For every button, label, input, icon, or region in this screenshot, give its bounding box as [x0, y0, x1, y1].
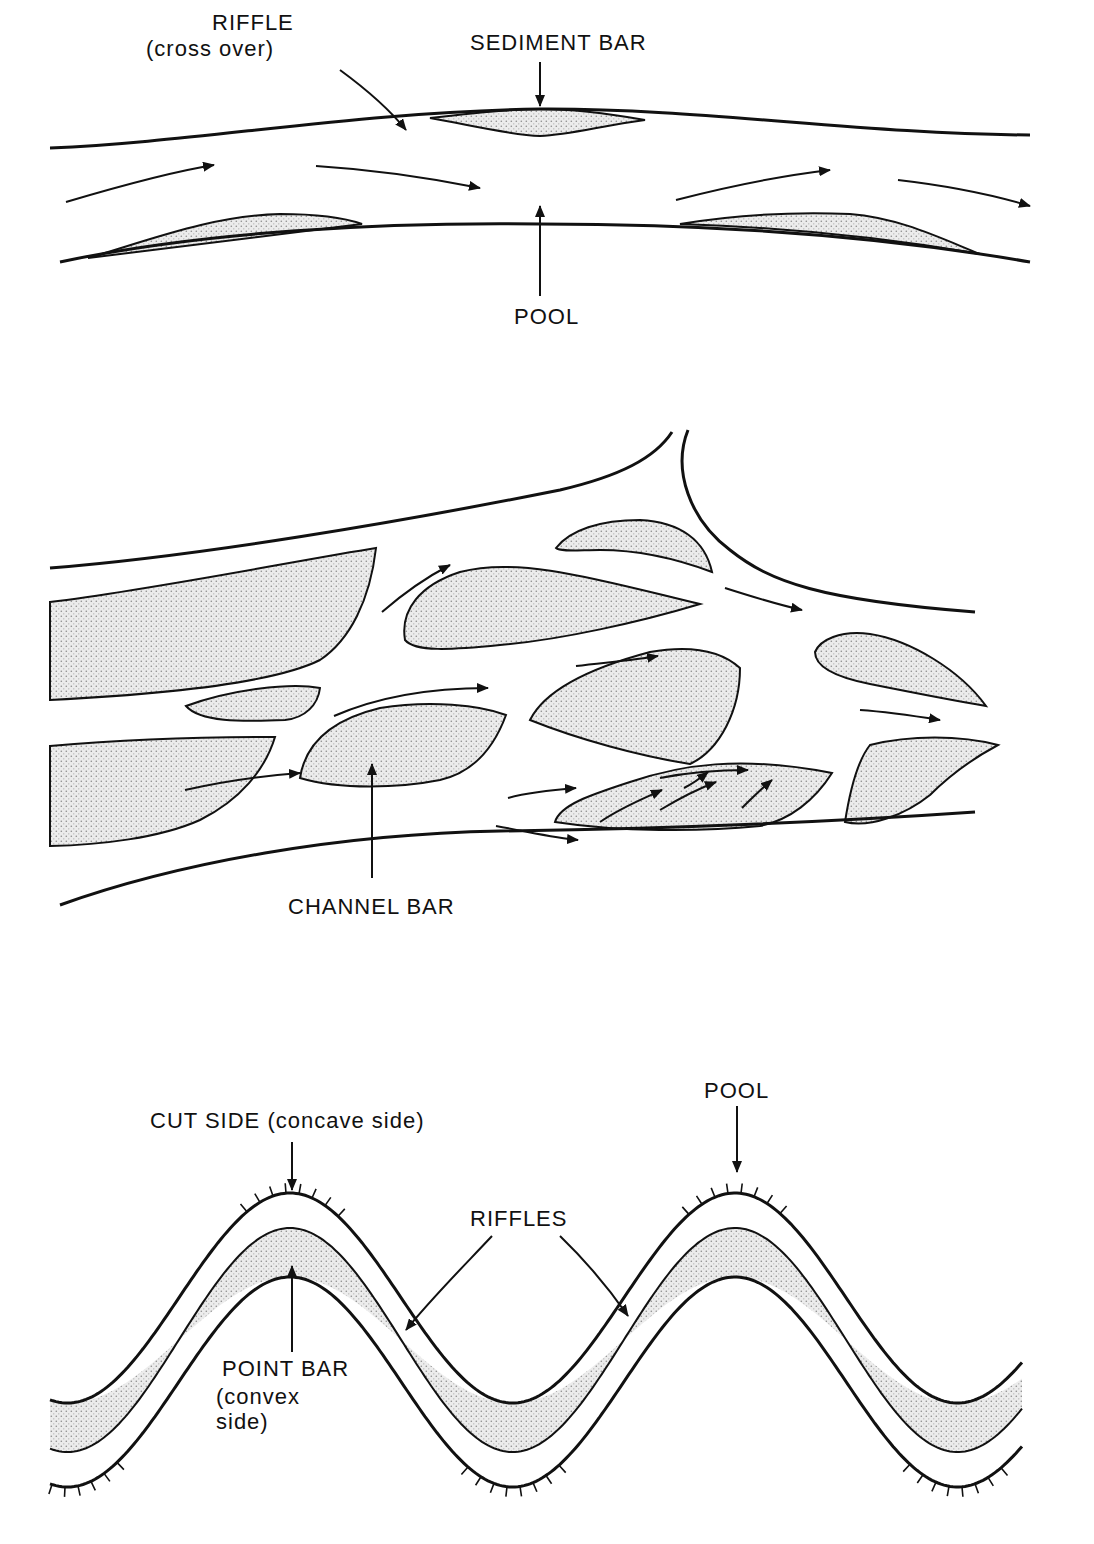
cut-bank-ticks: [49, 1183, 1008, 1497]
river-bank: [50, 1277, 1022, 1487]
feature-label: (convex side): [216, 1384, 316, 1435]
feature-label: CUT SIDE (concave side): [150, 1108, 424, 1133]
braided-channel: [50, 430, 998, 905]
feature-label: CHANNEL BAR: [288, 894, 455, 919]
feature-label: POINT BAR: [222, 1356, 349, 1381]
bar-edge: [50, 1228, 1022, 1452]
feature-label: RIFFLE: [212, 10, 294, 35]
meander-leaders: [292, 1106, 737, 1352]
feature-label: POOL: [514, 304, 579, 329]
feature-label: (cross over): [146, 36, 274, 61]
feature-label: SEDIMENT BAR: [470, 30, 647, 55]
feature-label: POOL: [704, 1078, 769, 1103]
straight-channel: [50, 62, 1030, 296]
feature-label: RIFFLES: [470, 1206, 567, 1231]
meandering-channel: [49, 1183, 1022, 1497]
river-bank: [50, 1193, 1022, 1403]
